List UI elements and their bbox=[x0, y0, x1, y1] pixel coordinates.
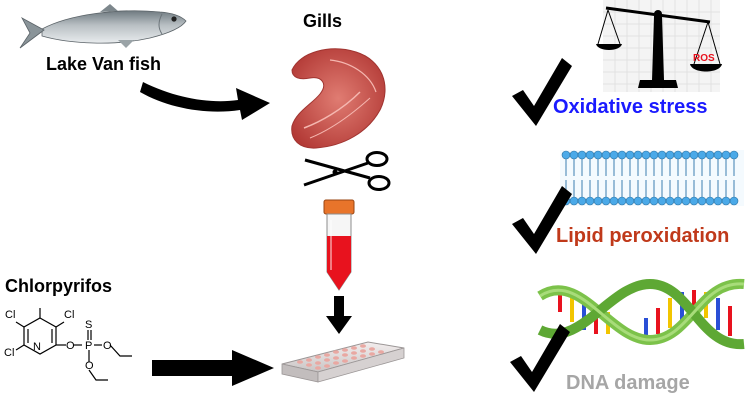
checkmark-icon-2 bbox=[512, 186, 572, 254]
gill-icon bbox=[291, 48, 386, 149]
oxygen-atom-2: O bbox=[103, 340, 112, 352]
oxygen-atom-1: O bbox=[66, 340, 75, 352]
outcome-dna-damage: DNA damage bbox=[566, 372, 690, 394]
outcome-lipid-peroxidation: Lipid peroxidation bbox=[556, 225, 730, 247]
checkmark-icon-1 bbox=[512, 58, 572, 126]
dna-icon bbox=[537, 278, 745, 350]
outcome-oxidative-stress: Oxidative stress bbox=[553, 96, 708, 118]
cl-bottom: Cl bbox=[4, 347, 14, 359]
ros-label: ROS bbox=[693, 53, 715, 64]
fish-icon bbox=[19, 4, 187, 49]
chlorpyrifos-label: Chlorpyrifos bbox=[5, 276, 113, 296]
well-plate-icon bbox=[281, 341, 405, 383]
chlorpyrifos-structure bbox=[15, 308, 132, 381]
phosphorus-atom: P bbox=[85, 340, 92, 352]
oxygen-atom-3: O bbox=[85, 360, 94, 372]
tube-icon bbox=[323, 199, 355, 291]
cl-top-right: Cl bbox=[64, 309, 74, 321]
balance-scale-icon bbox=[596, 0, 722, 92]
checkmark-icon-3 bbox=[510, 324, 570, 392]
fish-label: Lake Van fish bbox=[46, 54, 162, 74]
cl-top-left: Cl bbox=[5, 309, 15, 321]
membrane-icon bbox=[560, 150, 744, 206]
arrow-chlorpyrifos-to-plate bbox=[152, 350, 274, 386]
gills-label: Gills bbox=[303, 11, 343, 31]
arrow-fish-to-gills bbox=[140, 82, 270, 120]
nitrogen-atom: N bbox=[33, 341, 41, 353]
scissors-icon bbox=[303, 151, 391, 191]
arrow-tube-to-plate bbox=[326, 296, 352, 334]
sulfur-atom: S bbox=[85, 319, 92, 331]
